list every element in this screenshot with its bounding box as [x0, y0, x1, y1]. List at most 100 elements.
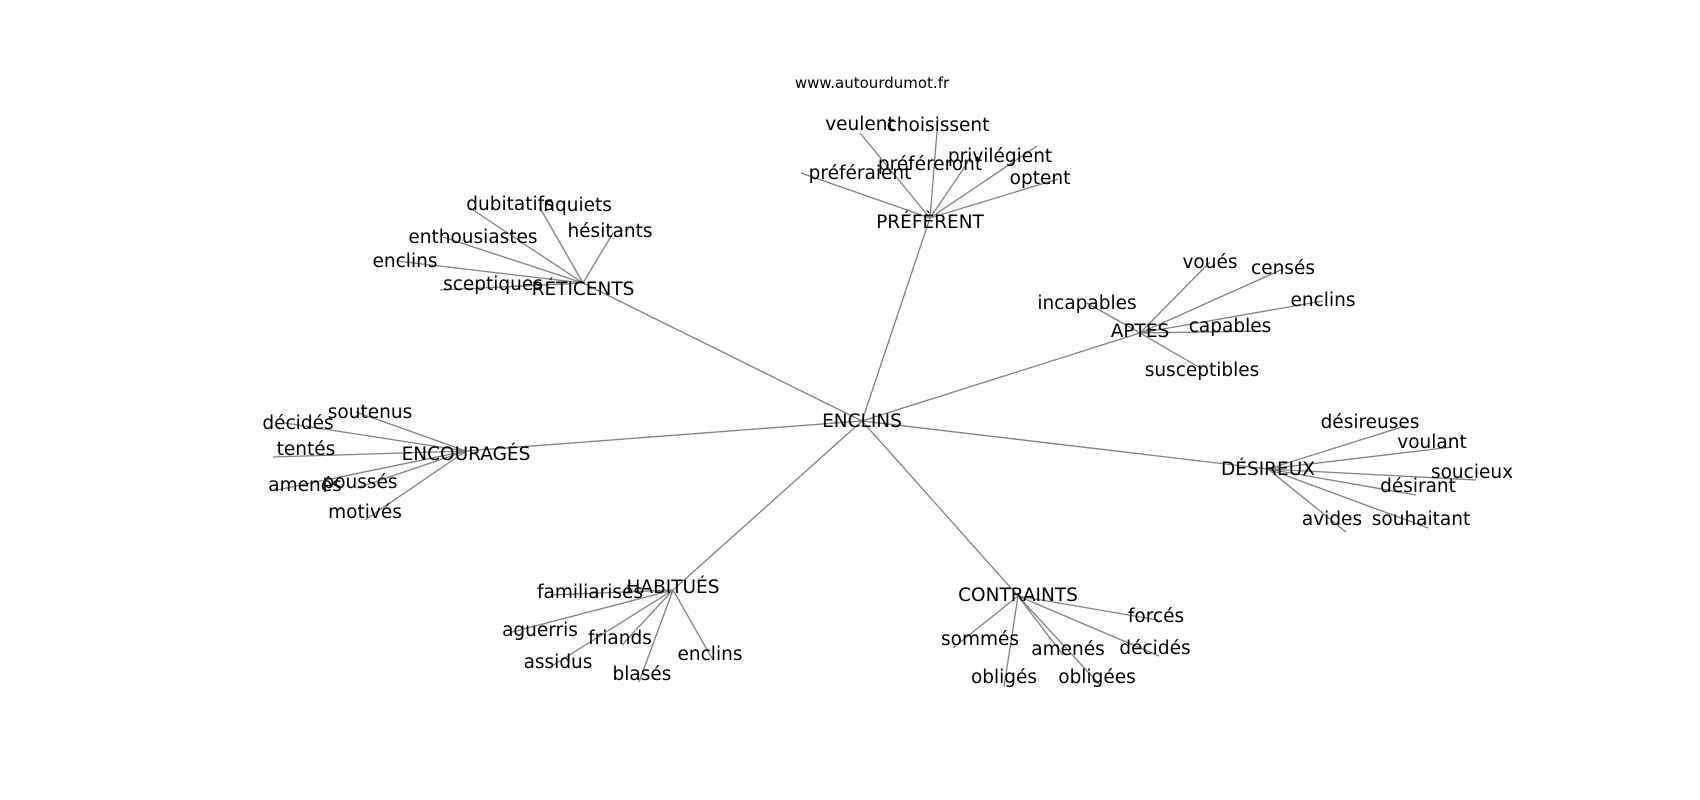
- word-node-label: obligées: [1058, 667, 1136, 688]
- cluster-node-label: DÉSIREUX: [1221, 458, 1315, 480]
- edge-cluster-3-word-0: [355, 411, 467, 452]
- edge-cluster-2-word-5: [1139, 332, 1203, 370]
- edge-cluster-2-word-3: [1139, 300, 1324, 334]
- edge-center-to-4: [861, 420, 1269, 470]
- cluster-node-label: ENCOURAGÉS: [402, 443, 531, 465]
- word-node-label: optent: [1010, 168, 1071, 189]
- word-node-label: obligés: [971, 667, 1037, 688]
- word-node-label: sceptiques: [443, 274, 543, 295]
- word-node-label: friands: [588, 628, 652, 649]
- word-node-label: hésitants: [567, 221, 652, 242]
- edge-cluster-5-word-2: [621, 589, 674, 646]
- edge-cluster-4-word-5: [1267, 468, 1429, 529]
- word-node-label: aguerris: [502, 620, 578, 641]
- word-node-label: incapables: [1037, 293, 1136, 314]
- cluster-node-label: HABITUÉS: [627, 576, 720, 598]
- edge-cluster-6-word-1: [952, 595, 1019, 649]
- edge-cluster-0-word-1: [929, 118, 939, 219]
- edge-cluster-3-word-4: [356, 450, 467, 489]
- word-node-label: familiarisés: [537, 582, 643, 603]
- edge-cluster-5-word-4: [638, 589, 674, 683]
- edge-center-to-1: [582, 282, 863, 422]
- edge-cluster-6-word-5: [1017, 595, 1102, 687]
- edge-cluster-5-word-1: [511, 589, 674, 633]
- word-node-label: souhaitant: [1372, 509, 1470, 530]
- edge-center-to-2: [861, 332, 1141, 422]
- edge-cluster-2-word-2: [1086, 302, 1141, 334]
- word-node-label: motivés: [328, 502, 402, 523]
- edge-cluster-1-word-4: [396, 260, 584, 284]
- word-node-label: susceptibles: [1145, 360, 1260, 381]
- edge-cluster-3-word-5: [364, 450, 467, 521]
- edge-cluster-0-word-3: [929, 161, 969, 219]
- graph-edges: [272, 118, 1477, 688]
- edge-cluster-1-word-5: [439, 282, 584, 291]
- word-node-label: avides: [1302, 509, 1362, 530]
- cluster-node-label: CONTRAINTS: [958, 585, 1078, 606]
- center-node-label: ENCLINS: [822, 411, 902, 432]
- edge-cluster-2-word-4: [1139, 330, 1266, 334]
- cluster-node-label: RÉTICENTS: [532, 278, 635, 300]
- cluster-node-label: APTES: [1111, 321, 1170, 342]
- edge-cluster-3-word-1: [284, 422, 467, 452]
- word-node-label: préféreront: [878, 154, 982, 175]
- edge-cluster-4-word-2: [1267, 468, 1477, 481]
- edge-cluster-0-word-4: [800, 172, 931, 219]
- edge-cluster-1-word-2: [582, 232, 614, 284]
- edge-center-to-3: [465, 420, 863, 452]
- edge-cluster-2-word-0: [1139, 261, 1211, 334]
- edge-center-to-5: [672, 420, 863, 591]
- word-node-label: enclins: [678, 644, 743, 665]
- edge-cluster-6-word-4: [1003, 595, 1019, 688]
- word-node-label: désirant: [1380, 476, 1456, 497]
- word-node-label: sommés: [941, 629, 1019, 650]
- graph-labels: www.autourdumot.fr ENCLINS PRÉFÈRENT veul…: [262, 74, 1513, 688]
- edge-cluster-4-word-1: [1267, 446, 1453, 470]
- edge-cluster-0-word-0: [859, 132, 931, 219]
- word-node-label: assidus: [524, 652, 593, 673]
- edge-cluster-5-word-5: [672, 589, 714, 661]
- word-node-label: soutenus: [328, 402, 412, 423]
- word-node-label: privilégient: [948, 146, 1052, 167]
- word-node-label: enclins: [1291, 290, 1356, 311]
- word-node-label: inquiets: [538, 195, 612, 216]
- word-node-label: enthousiastes: [408, 227, 537, 248]
- word-node-label: soucieux: [1431, 462, 1513, 483]
- edge-cluster-1-word-1: [539, 207, 584, 284]
- word-node-label: enclins: [373, 251, 438, 272]
- edge-cluster-4-word-0: [1267, 425, 1406, 470]
- edge-cluster-2-word-1: [1139, 268, 1284, 334]
- edge-cluster-6-word-0: [1017, 595, 1159, 621]
- edge-cluster-0-word-5: [929, 178, 1059, 219]
- word-node-label: décidés: [1119, 638, 1190, 659]
- word-node-label: voués: [1182, 252, 1237, 273]
- edge-cluster-6-word-3: [1017, 595, 1160, 657]
- word-node-label: décidés: [262, 413, 333, 434]
- word-node-label: choisissent: [887, 115, 990, 136]
- edge-cluster-4-word-3: [1267, 468, 1417, 496]
- word-node-label: voulant: [1397, 432, 1466, 453]
- edge-cluster-3-word-3: [276, 450, 467, 491]
- word-node-label: censés: [1251, 258, 1315, 279]
- word-node-label: tentés: [277, 439, 336, 460]
- word-node-label: capables: [1189, 316, 1272, 337]
- word-node-label: poussés: [322, 472, 397, 493]
- word-node-label: désireuses: [1321, 412, 1420, 433]
- word-node-label: veulent: [825, 114, 895, 135]
- edge-center-to-0: [861, 217, 931, 422]
- word-node-label: blasés: [613, 664, 672, 685]
- edge-cluster-4-word-4: [1267, 468, 1347, 533]
- edge-cluster-5-word-0: [550, 589, 674, 596]
- edge-cluster-6-word-2: [1017, 595, 1064, 656]
- word-node-label: forcés: [1128, 606, 1184, 627]
- edge-cluster-5-word-3: [551, 589, 674, 667]
- source-label: www.autourdumot.fr: [795, 74, 950, 92]
- cluster-node-label: PRÉFÈRENT: [876, 211, 984, 233]
- word-node-label: amenés: [268, 475, 342, 496]
- word-node-label: amenés: [1031, 639, 1105, 660]
- word-node-label: préféraient: [809, 163, 912, 184]
- edge-cluster-1-word-3: [442, 236, 584, 284]
- edge-cluster-1-word-0: [469, 207, 584, 284]
